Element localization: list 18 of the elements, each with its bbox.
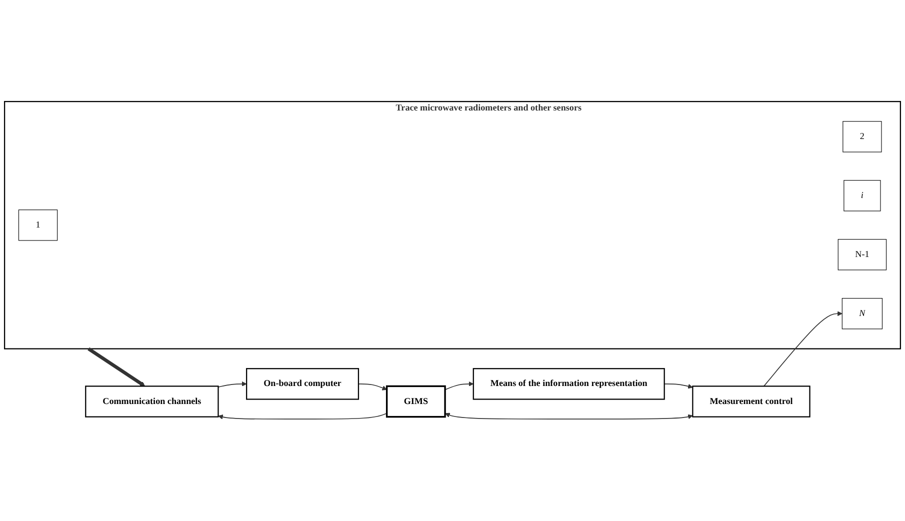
node-box: 2 (842, 121, 882, 152)
node-box: 1 (18, 210, 58, 241)
arrow (444, 382, 474, 390)
node-box: i (844, 180, 881, 212)
arrow (445, 412, 693, 420)
arrow (218, 382, 247, 388)
arrow (218, 413, 388, 420)
node-box: N-1 (838, 239, 887, 270)
node-box: N (842, 298, 883, 330)
arrow (664, 384, 693, 389)
node-box: On-board computer (246, 368, 360, 400)
node-box: Means of the information representation (472, 368, 665, 400)
arrow (88, 348, 146, 387)
node-box: Communication channels (85, 386, 219, 418)
arrow (358, 384, 388, 390)
node-box: Measurement control (692, 386, 810, 418)
arrow (763, 311, 842, 387)
node-box: GIMS (386, 386, 446, 418)
